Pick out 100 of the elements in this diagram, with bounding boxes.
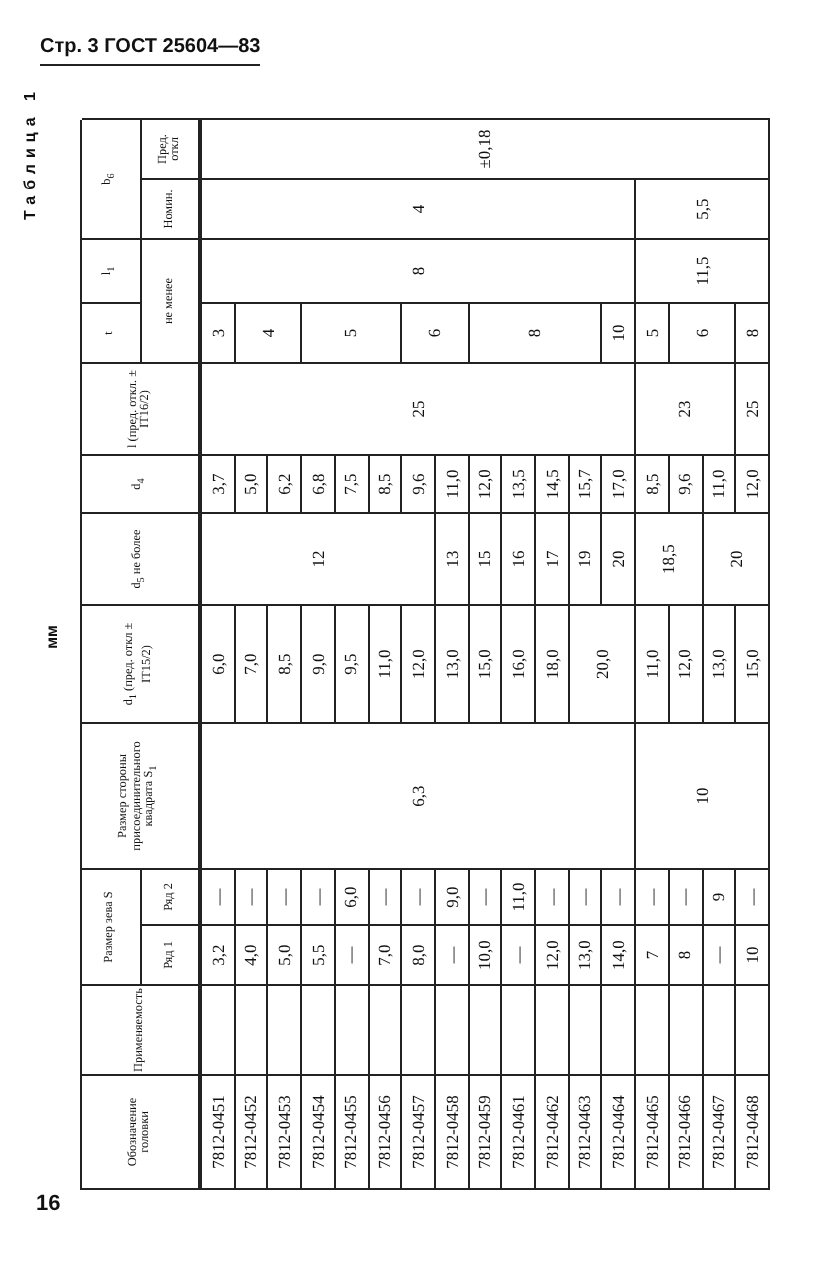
table-cell: 5 — [636, 301, 670, 361]
table-cell: 4,0 — [235, 923, 269, 983]
table-cell: — — [536, 867, 570, 923]
table-cell: — — [736, 867, 770, 923]
page-number: 16 — [36, 1192, 61, 1216]
table-cell: 18,5 — [636, 511, 704, 603]
table-cell: 9,6 — [402, 453, 436, 511]
table-cell: 13,0 — [435, 603, 470, 721]
page-header: Стр. 3 ГОСТ 25604—83 — [40, 36, 261, 66]
table-cell: 7812-0465 — [636, 1073, 670, 1187]
table-cell: 3,2 — [202, 923, 236, 983]
table-cell: 20,0 — [569, 603, 637, 721]
table-cell: 7812-0463 — [569, 1073, 603, 1187]
table-cell: — — [402, 867, 436, 923]
table-cell: — — [602, 867, 637, 923]
table-cell: 7 — [636, 923, 670, 983]
table-cell: 11,0 — [703, 453, 737, 511]
table-cell: 25 — [736, 361, 770, 453]
table-cell: 10 — [736, 923, 770, 983]
table-cell: 8 — [469, 301, 603, 361]
table-cell: — — [569, 867, 603, 923]
table-cell: 3 — [202, 301, 236, 361]
table-cell: 7812-0454 — [302, 1073, 336, 1187]
table-cell: 6 — [669, 301, 737, 361]
table-cell: 7812-0464 — [602, 1073, 637, 1187]
table-cell: 6,2 — [268, 453, 303, 511]
table-cell: 4 — [202, 177, 637, 237]
table-cell: 14,0 — [602, 923, 637, 983]
table-cell: 7812-0455 — [335, 1073, 370, 1187]
table-cell: 16,0 — [502, 603, 537, 721]
table-cell: 12,0 — [402, 603, 436, 721]
table-cell: 9 — [703, 867, 737, 923]
table-cell: 8,5 — [268, 603, 303, 721]
table-cell: 6,3 — [202, 721, 637, 867]
table-cell: 6,0 — [335, 867, 370, 923]
table-cell: 6,0 — [202, 603, 236, 721]
table-cell: — — [302, 867, 336, 923]
table-cell: 5,0 — [268, 923, 303, 983]
table-cell: — — [636, 867, 670, 923]
table-cell: 5,5 — [636, 177, 770, 237]
table-cell: 7812-0466 — [669, 1073, 704, 1187]
table-cell: 7,0 — [369, 923, 403, 983]
table-cell: 8 — [736, 301, 770, 361]
table-cell: — — [268, 867, 303, 923]
table-cell: 7812-0453 — [268, 1073, 303, 1187]
table-cell: 7,5 — [335, 453, 370, 511]
table-cell: 11,0 — [435, 453, 470, 511]
table-cell: 7812-0467 — [703, 1073, 737, 1187]
table-cell: 11,0 — [636, 603, 670, 721]
table-cell: — — [369, 867, 403, 923]
table-cell: 7812-0456 — [369, 1073, 403, 1187]
table-cell: 8,0 — [402, 923, 436, 983]
table-cell: — — [435, 923, 470, 983]
table-cell: 9,6 — [669, 453, 704, 511]
table-cell: 13,0 — [703, 603, 737, 721]
table-cell: 20 — [703, 511, 770, 603]
table-cell: 13 — [435, 511, 470, 603]
unit-label: мм — [42, 625, 61, 649]
table-cell: 25 — [202, 361, 637, 453]
table-cell: 4 — [235, 301, 303, 361]
table-cell: 7812-0451 — [202, 1073, 236, 1187]
table-cell: 9,5 — [335, 603, 370, 721]
table-cell: 5,5 — [302, 923, 336, 983]
table-cell: 23 — [636, 361, 737, 453]
table-title: Таблица 1 — [21, 84, 39, 223]
table-cell: 7812-0459 — [469, 1073, 503, 1187]
table-cell: 12,0 — [536, 923, 570, 983]
table-cell: 15 — [469, 511, 503, 603]
table-cell: 6,8 — [302, 453, 336, 511]
table-cell: 20 — [602, 511, 637, 603]
table-cell: 7,0 — [235, 603, 269, 721]
table-cell: 8 — [202, 237, 637, 301]
table-cell: 11,5 — [636, 237, 770, 301]
table-cell: 15,0 — [736, 603, 770, 721]
table-cell: — — [502, 923, 537, 983]
table-cell: 10 — [636, 721, 770, 867]
table-cell: ±0,18 — [202, 117, 770, 177]
table-cell: 15,0 — [469, 603, 503, 721]
table-cell: 12 — [202, 511, 436, 603]
table-cell: 11,0 — [502, 867, 537, 923]
table-cell: — — [703, 923, 737, 983]
table-cell: 7812-0462 — [536, 1073, 570, 1187]
table-cell: — — [235, 867, 269, 923]
table-cell: 8,5 — [369, 453, 403, 511]
table-cell: 7812-0457 — [402, 1073, 436, 1187]
table-cell: — — [469, 867, 503, 923]
table-cell: 8 — [669, 923, 704, 983]
table-cell: 12,0 — [669, 603, 704, 721]
table-cell: 10,0 — [469, 923, 503, 983]
table-cell: — — [669, 867, 704, 923]
table-cell: 18,0 — [536, 603, 570, 721]
table-cell: 17,0 — [602, 453, 637, 511]
table-cell: — — [335, 923, 370, 983]
table-cell: 12,0 — [469, 453, 503, 511]
table-cell: 16 — [502, 511, 537, 603]
table-cell: 7812-0461 — [502, 1073, 537, 1187]
table-cell: 7812-0458 — [435, 1073, 470, 1187]
table-cell: 13,5 — [502, 453, 537, 511]
table-cell: 7812-0468 — [736, 1073, 770, 1187]
table-cell: — — [202, 867, 236, 923]
